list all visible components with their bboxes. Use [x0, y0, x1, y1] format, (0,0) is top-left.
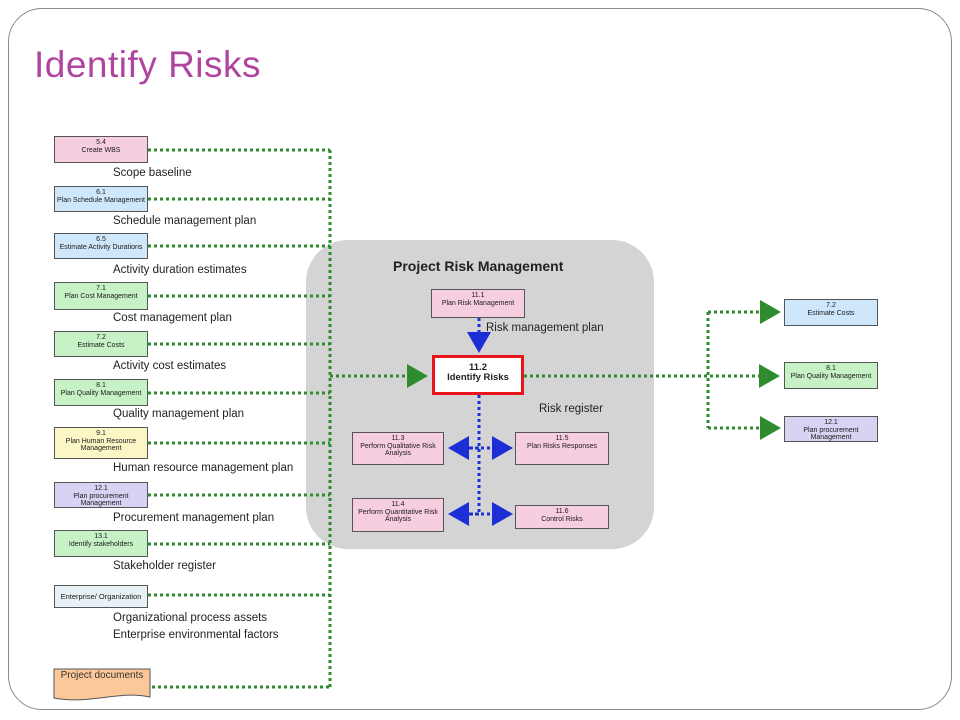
input-label-quality-plan: Quality management plan	[113, 408, 245, 420]
input-label-procurement-plan: Procurement management plan	[113, 512, 275, 524]
input-label-hr-plan: Human resource management plan	[113, 462, 294, 474]
project-documents-label: Project documents	[60, 670, 144, 681]
input-label-duration-estimates: Activity duration estimates	[113, 264, 247, 276]
input-label-scope-baseline: Scope baseline	[113, 167, 192, 179]
input-label-process-assets: Organizational process assets	[113, 612, 268, 624]
input-label-schedule-plan: Schedule management plan	[113, 215, 257, 227]
risk-register-label: Risk register	[539, 403, 603, 415]
risk-management-plan-label: Risk management plan	[486, 322, 604, 334]
input-label-cost-plan: Cost management plan	[113, 312, 232, 324]
document-shape	[53, 668, 151, 701]
input-label-stakeholder-register: Stakeholder register	[113, 560, 216, 572]
slide-title: Identify Risks	[34, 44, 262, 85]
input-label-cost-estimates: Activity cost estimates	[113, 360, 227, 372]
identify-risks-box: 11.2 Identify Risks	[432, 355, 524, 395]
input-box-enterprise: Enterprise/ Organization	[54, 585, 148, 608]
input-label-environmental-factors: Enterprise environmental factors	[113, 629, 279, 641]
panel-title: Project Risk Management	[393, 258, 564, 274]
